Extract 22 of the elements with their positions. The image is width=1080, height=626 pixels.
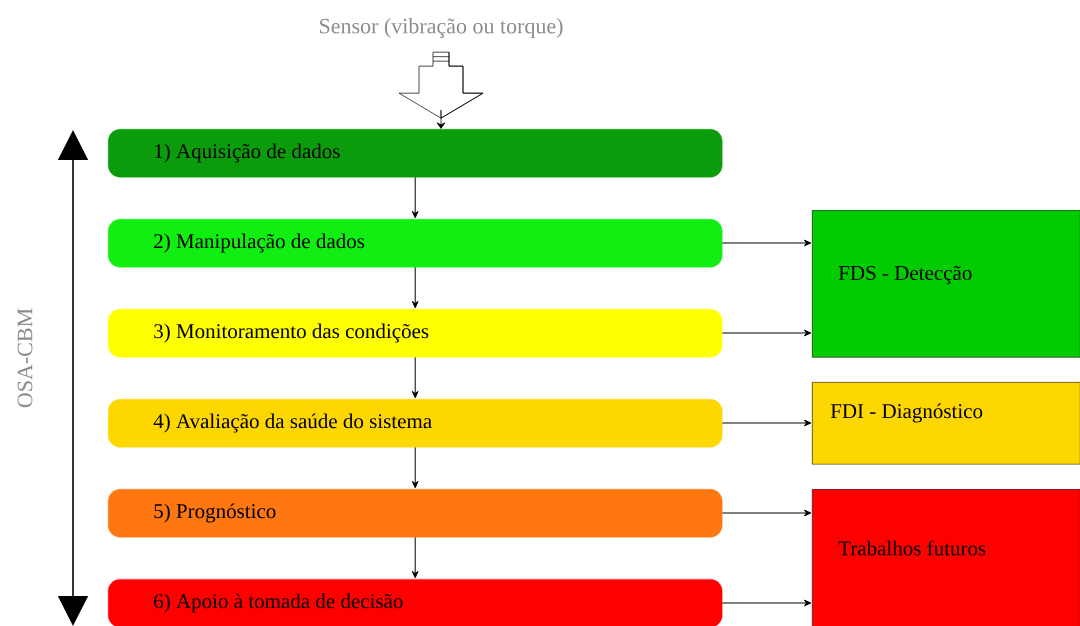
stage-box: 5) Prognóstico — [108, 489, 723, 538]
arrow — [411, 446, 419, 489]
arrow — [411, 536, 419, 579]
result-box: FDI - Diagnóstico — [812, 382, 1080, 465]
result-box: FDS - Detecção — [812, 210, 1080, 358]
stage-box: 3) Monitoramento das condições — [108, 309, 723, 358]
side-label: OSA-CBM — [17, 308, 33, 408]
arrow — [721, 509, 812, 517]
arrow — [411, 176, 419, 219]
block-arrow — [398, 51, 484, 129]
arrow — [411, 266, 419, 309]
sensor-label: Sensor (vibração ou torque) — [320, 18, 563, 38]
arrow — [721, 419, 812, 427]
arrow — [721, 329, 812, 337]
stage-box: 6) Apoio à tomada de decisão — [108, 579, 723, 626]
arrow — [721, 599, 812, 607]
arrow — [411, 356, 419, 399]
stage-box: 2) Manipulação de dados — [108, 219, 723, 268]
arrow — [721, 239, 812, 247]
stage-box: 4) Avaliação da saúde do sistema — [108, 399, 723, 448]
stage-box: 1) Aquisição de dados — [108, 129, 723, 178]
result-box: Trabalhos futuros — [812, 489, 1080, 626]
